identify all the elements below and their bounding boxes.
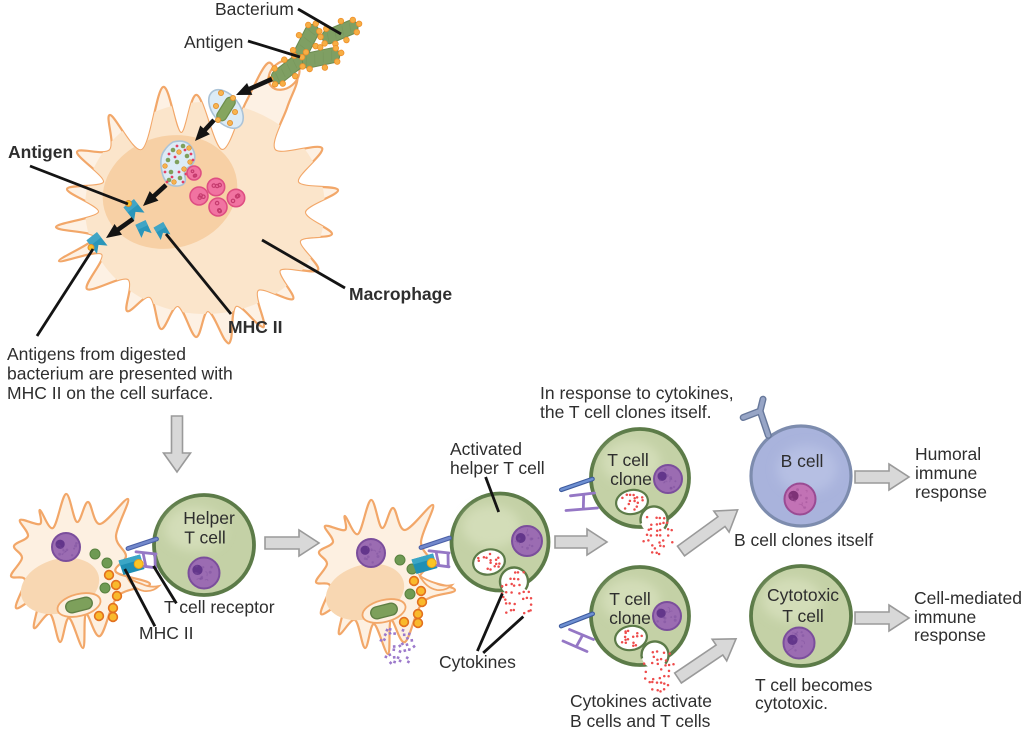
svg-text:T cell receptor: T cell receptor bbox=[164, 597, 275, 617]
svg-text:T cell: T cell bbox=[782, 606, 824, 626]
svg-text:T cell: T cell bbox=[607, 450, 649, 470]
svg-text:Cytokines: Cytokines bbox=[439, 652, 516, 672]
svg-text:immune: immune bbox=[914, 607, 976, 627]
svg-text:Antigens from digested: Antigens from digested bbox=[7, 344, 186, 364]
svg-text:Macrophage: Macrophage bbox=[349, 284, 452, 304]
svg-text:Antigen: Antigen bbox=[8, 142, 73, 162]
svg-text:cytotoxic.: cytotoxic. bbox=[755, 693, 828, 713]
svg-text:bacterium are presented with: bacterium are presented with bbox=[7, 364, 233, 384]
svg-text:Antigen: Antigen bbox=[184, 32, 243, 52]
svg-text:T cell becomes: T cell becomes bbox=[755, 675, 873, 695]
svg-text:Bacterium: Bacterium bbox=[215, 0, 294, 19]
svg-text:response: response bbox=[914, 625, 986, 645]
svg-text:Activated: Activated bbox=[450, 439, 522, 459]
svg-text:clone: clone bbox=[610, 469, 652, 489]
svg-text:MHC II on the cell surface.: MHC II on the cell surface. bbox=[7, 383, 213, 403]
svg-text:Humoral: Humoral bbox=[915, 444, 981, 464]
svg-text:B cell clones itself: B cell clones itself bbox=[734, 530, 873, 550]
svg-text:In response to cytokines,: In response to cytokines, bbox=[540, 383, 734, 403]
svg-text:helper T cell: helper T cell bbox=[450, 458, 545, 478]
svg-text:T cell: T cell bbox=[184, 528, 226, 548]
svg-text:immune: immune bbox=[915, 463, 977, 483]
svg-text:B cells and T cells: B cells and T cells bbox=[570, 711, 711, 731]
svg-text:the T cell clones itself.: the T cell clones itself. bbox=[540, 402, 712, 422]
svg-text:MHC II: MHC II bbox=[139, 623, 193, 643]
svg-text:Cell-mediated: Cell-mediated bbox=[914, 588, 1022, 608]
svg-text:Cytokines activate: Cytokines activate bbox=[570, 691, 712, 711]
svg-text:response: response bbox=[915, 482, 987, 502]
svg-text:B cell: B cell bbox=[781, 451, 824, 471]
svg-text:T cell: T cell bbox=[609, 589, 651, 609]
svg-text:Cytotoxic: Cytotoxic bbox=[767, 585, 839, 605]
svg-text:MHC II: MHC II bbox=[228, 317, 282, 337]
svg-text:Helper: Helper bbox=[183, 508, 235, 528]
